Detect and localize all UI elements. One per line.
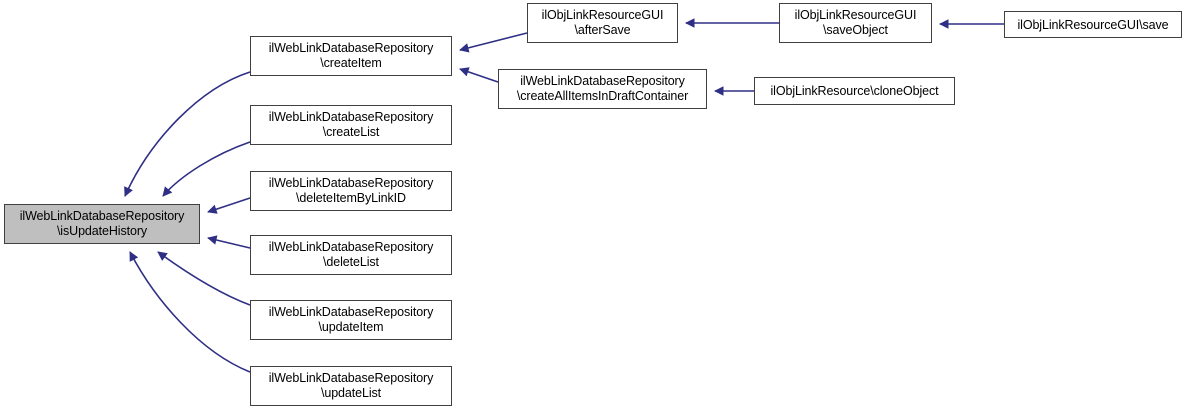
node-deleteList[interactable]: ilWebLinkDatabaseRepository \deleteList xyxy=(250,235,452,275)
node-createList[interactable]: ilWebLinkDatabaseRepository \createList xyxy=(250,105,452,145)
node-saveObject[interactable]: ilObjLinkResourceGUI \saveObject xyxy=(779,3,932,43)
node-updateList[interactable]: ilWebLinkDatabaseRepository \updateList xyxy=(250,366,452,406)
node-cloneObject[interactable]: ilObjLinkResource\cloneObject xyxy=(754,77,955,105)
node-afterSave[interactable]: ilObjLinkResourceGUI \afterSave xyxy=(527,3,678,43)
edge-afterSave-createItem xyxy=(459,32,528,53)
node-createAllItemsInDraftContainer[interactable]: ilWebLinkDatabaseRepository \createAllIt… xyxy=(498,69,707,109)
edge-deleteItemByLinkID-isUpdateHistory xyxy=(207,197,251,214)
node-deleteItemByLinkID[interactable]: ilWebLinkDatabaseRepository \deleteItemB… xyxy=(250,171,452,211)
node-save[interactable]: ilObjLinkResourceGUI\save xyxy=(1004,11,1182,38)
edge-createList-isUpdateHistory xyxy=(162,141,251,197)
edge-updateList-isUpdateHistory xyxy=(129,251,251,373)
edge-updateItem-isUpdateHistory xyxy=(157,251,251,306)
edge-createItem-isUpdateHistory xyxy=(124,71,251,197)
node-updateItem[interactable]: ilWebLinkDatabaseRepository \updateItem xyxy=(250,300,452,340)
edge-createAllItems-createItem xyxy=(459,67,499,83)
node-createItem[interactable]: ilWebLinkDatabaseRepository \createItem xyxy=(250,36,452,76)
edge-deleteList-isUpdateHistory xyxy=(207,235,251,249)
node-isUpdateHistory[interactable]: ilWebLinkDatabaseRepository \isUpdateHis… xyxy=(4,204,200,244)
